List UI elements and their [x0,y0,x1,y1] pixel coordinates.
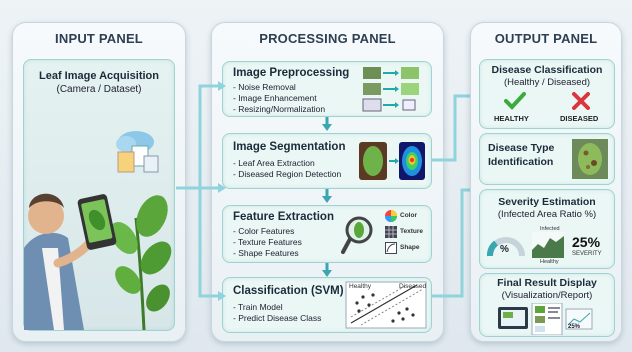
classification-output-subtitle: (Healthy / Diseased) [503,77,591,88]
feature-bullets: - Color Features - Texture Features - Sh… [233,226,302,259]
bullet-color-features: - Color Features [233,226,295,236]
step-image-segmentation: Image Segmentation - Leaf Area Extractio… [222,133,432,189]
preprocessing-title: Image Preprocessing [233,67,350,79]
step-feature-extraction: Feature Extraction - Color Features - Te… [222,205,432,263]
step-classification-svm: Classification (SVM) - Train Model - Pre… [222,277,432,333]
svm-scatter-plot [345,281,427,329]
color-label: Color [400,212,417,219]
disease-type-title2: Identification [488,156,554,168]
cloud-dataset-icon [116,131,159,173]
farmer-phone-illustration [24,131,172,330]
processing-panel-title: PROCESSING PANEL [259,31,396,46]
output-panel: OUTPUT PANEL Disease Classification (Hea… [470,22,622,342]
healthy-area-label: Healthy [540,259,559,265]
processing-panel: PROCESSING PANEL Image Preprocessing - N… [211,22,444,342]
segmentation-title: Image Segmentation [233,141,346,153]
severity-estimation-box: Severity Estimation (Infected Area Ratio… [479,189,615,269]
disease-type-box: Disease Type Identification [479,133,615,185]
check-icon [504,92,526,110]
healthy-label: HEALTHY [494,114,529,123]
bullet-noise-removal: - Noise Removal [233,82,296,92]
bullet-diseased-region: - Diseased Region Detection [233,169,342,179]
cross-icon [572,92,590,110]
classification-title: Classification (SVM) [233,285,344,297]
disease-classification-box: Disease Classification (Healthy / Diseas… [479,59,615,129]
svm-healthy-label: Healthy [349,283,372,290]
texture-grid-icon [385,226,397,238]
segmentation-bullets: - Leaf Area Extraction - Diseased Region… [233,158,341,180]
feature-extraction-title: Feature Extraction [233,211,334,223]
input-panel: INPUT PANEL Leaf Image Acquisition (Came… [12,22,186,342]
bullet-train-model: - Train Model [233,302,283,312]
severity-value-label: SEVERITY [572,251,602,257]
bullet-shape-features: - Shape Features [233,248,299,258]
magnifier-icon [341,216,373,254]
infected-label: Infected [540,226,560,232]
step-image-preprocessing: Image Preprocessing - Noise Removal - Im… [222,61,432,117]
diseased-label: DISEASED [560,114,599,123]
down-arrow-2 [322,189,332,203]
final-result-box: Final Result Display (Visualization/Repo… [479,273,615,337]
final-result-title: Final Result Display [497,277,597,289]
leaf-image-acquisition-box: Leaf Image Acquisition (Camera / Dataset… [23,59,175,331]
color-wheel-icon [385,210,397,222]
shape-icon [385,242,397,254]
final-result-subtitle: (Visualization/Report) [501,290,593,301]
preprocessing-thumbnails-icon [362,67,419,112]
output-panel-title: OUTPUT PANEL [494,31,598,46]
diseased-leaf-thumbnail [572,139,608,179]
person-illustration [24,193,99,330]
severity-title: Severity Estimation [498,196,596,208]
severity-gauge-icon [487,237,525,257]
bullet-resizing: - Resizing/Normalization [233,104,326,114]
plant-illustration [110,195,172,330]
bullet-texture-features: - Texture Features [233,237,302,247]
leaf-acquisition-subtitle: (Camera / Dataset) [56,84,142,95]
infected-area-chart-icon [532,232,564,258]
down-arrow-1 [322,117,332,131]
phone-illustration [77,194,117,250]
segmentation-heatmap-icon [359,142,425,180]
svm-diseased-label: Diseased [399,283,427,290]
gauge-symbol: % [500,244,509,255]
severity-subtitle: (Infected Area Ratio %) [497,209,597,220]
preprocessing-bullets: - Noise Removal - Image Enhancement - Re… [233,82,325,115]
down-arrow-3 [322,263,332,277]
report-value: 25% [568,324,581,330]
shape-label: Shape [400,244,420,251]
input-panel-title: INPUT PANEL [55,31,143,46]
bullet-predict-class: - Predict Disease Class [233,313,322,323]
bullet-image-enhancement: - Image Enhancement [233,93,317,103]
bullet-leaf-area: - Leaf Area Extraction [233,158,315,168]
disease-type-title: Disease Type [488,142,555,154]
severity-value: 25% [572,234,601,250]
texture-label: Texture [400,228,423,235]
classification-output-title: Disease Classification [491,64,603,76]
leaf-acquisition-title: Leaf Image Acquisition [38,70,159,82]
classification-bullets: - Train Model - Predict Disease Class [233,302,321,324]
report-display-icon [498,303,593,335]
